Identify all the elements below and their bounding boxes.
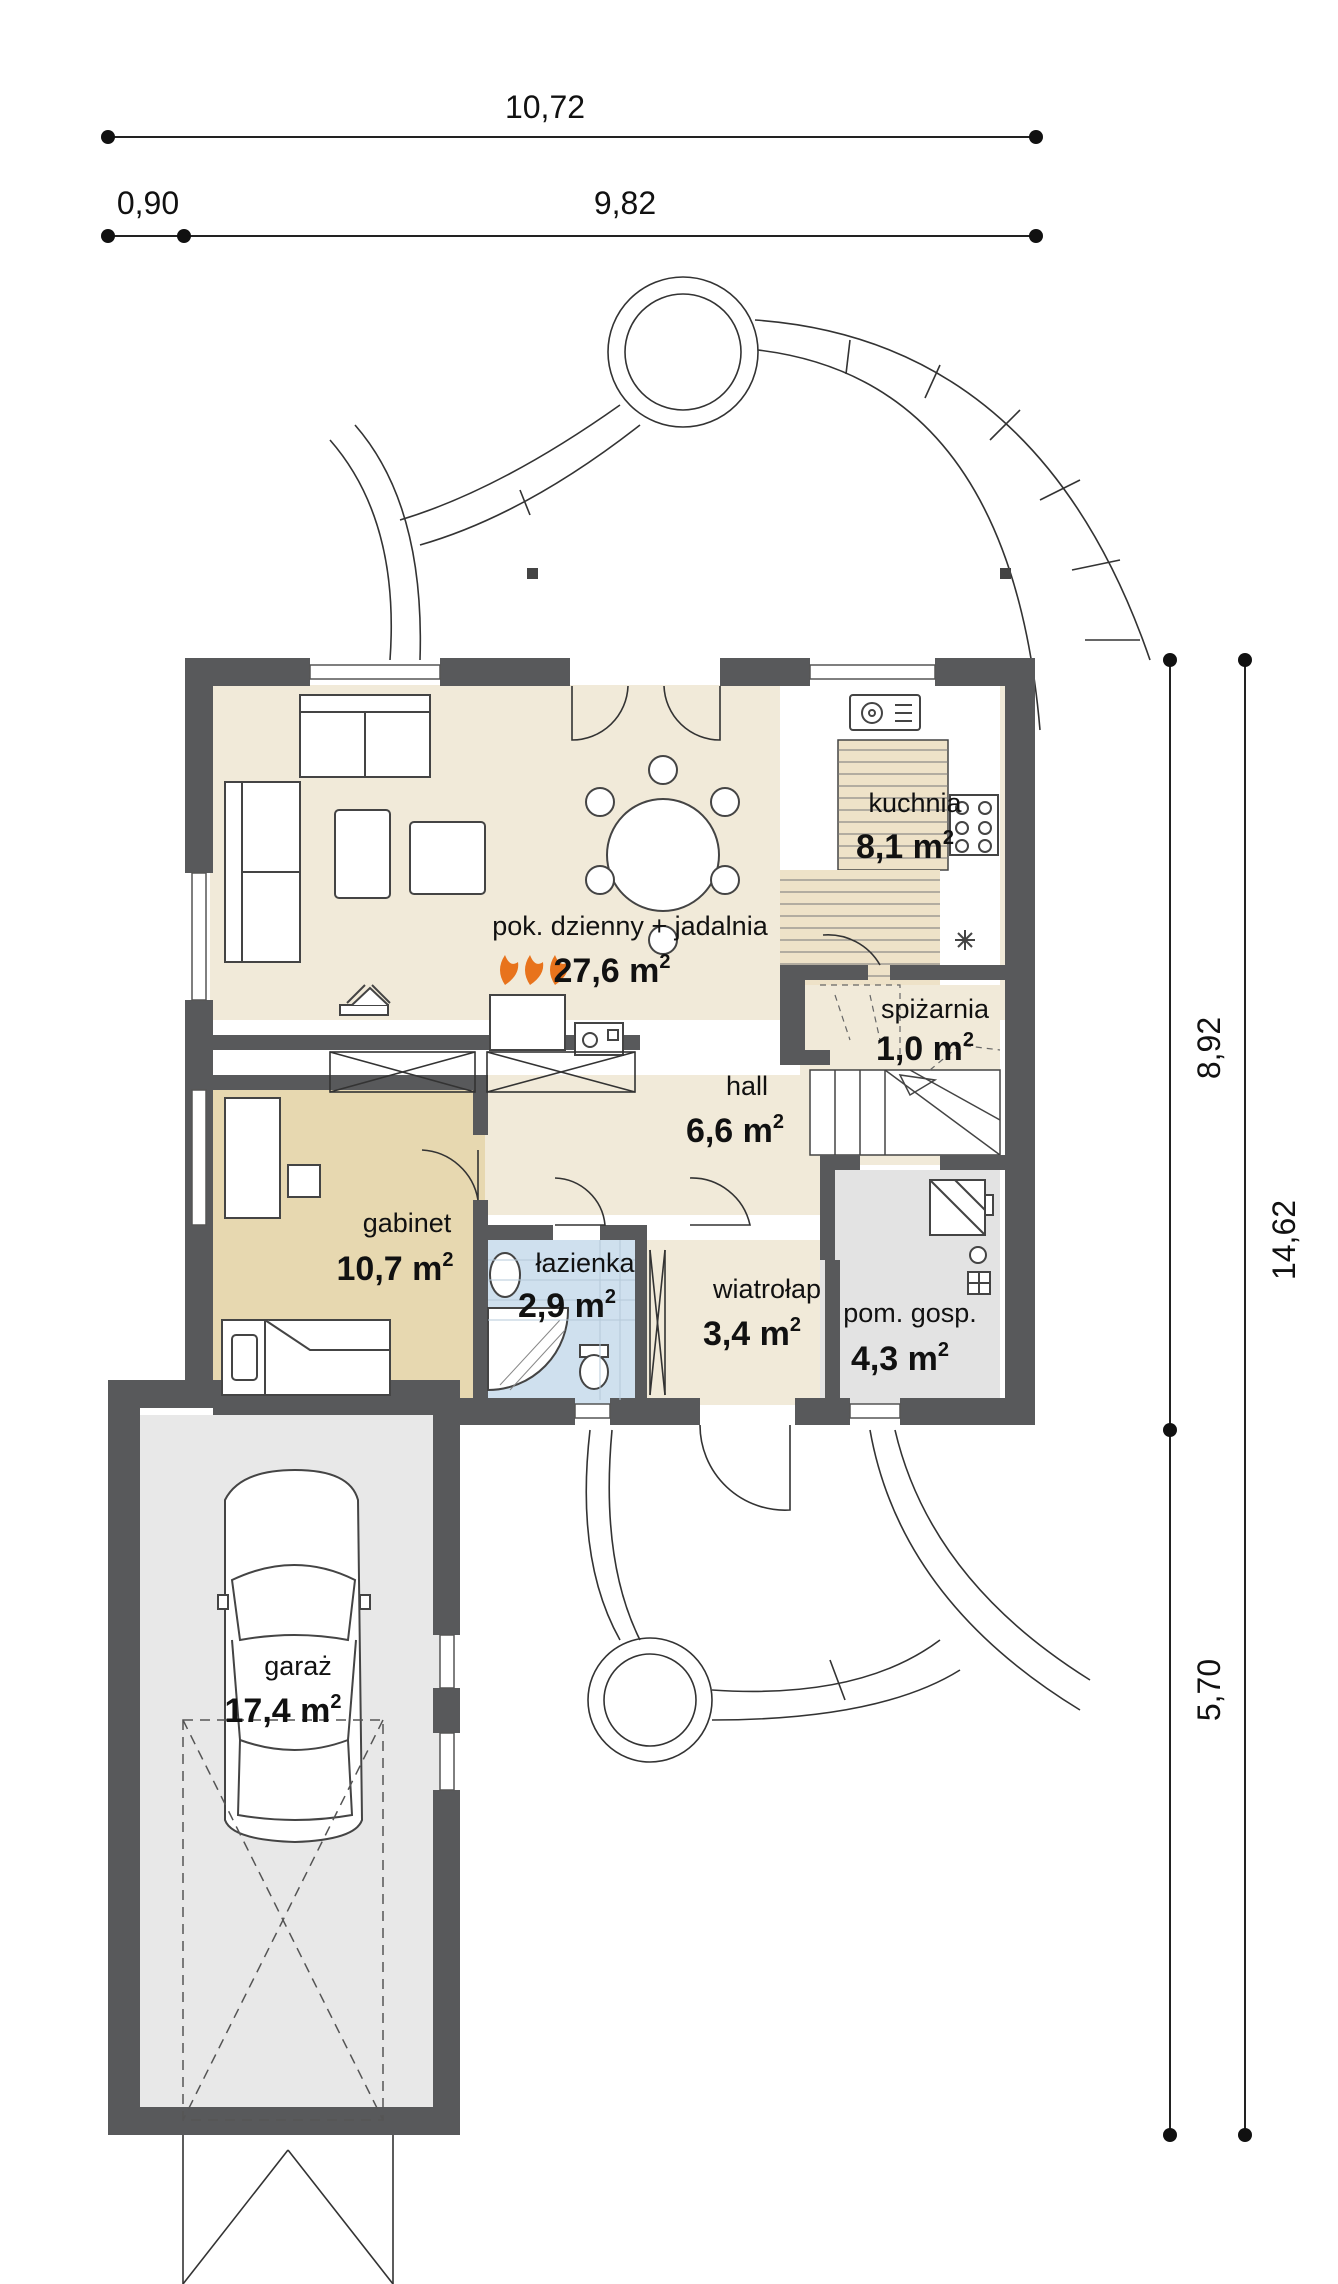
svg-text:kuchnia: kuchnia bbox=[868, 788, 962, 818]
dimension-label: 0,90 bbox=[117, 185, 179, 221]
dimension-right-split: 8,92 5,70 bbox=[1163, 653, 1227, 2142]
driveway bbox=[182, 2135, 394, 2284]
room-label-living: pok. dzienny + jadalnia 27,6 m2 bbox=[492, 911, 768, 990]
dimension-label: 10,72 bbox=[505, 89, 585, 125]
windows bbox=[191, 664, 936, 1791]
dimension-label: 5,70 bbox=[1191, 1659, 1227, 1721]
svg-text:łazienka: łazienka bbox=[535, 1248, 635, 1278]
room-label-bathroom: łazienka 2,9 m2 bbox=[518, 1248, 636, 1325]
kitchen-appliances bbox=[849, 694, 999, 950]
room-label-kitchen: kuchnia 8,1 m2 bbox=[856, 788, 963, 866]
utility-appliances bbox=[929, 1179, 994, 1295]
walls bbox=[108, 658, 1035, 2135]
terrace-top bbox=[329, 276, 1151, 731]
dimension-label: 9,82 bbox=[594, 185, 656, 221]
svg-text:6,6 m2: 6,6 m2 bbox=[686, 1111, 784, 1150]
svg-text:17,4 m2: 17,4 m2 bbox=[225, 1691, 342, 1730]
svg-text:pok. dzienny + jadalnia: pok. dzienny + jadalnia bbox=[492, 911, 768, 941]
svg-text:spiżarnia: spiżarnia bbox=[881, 994, 990, 1024]
room-label-vestibule: wiatrołap 3,4 m2 bbox=[703, 1274, 821, 1353]
svg-text:wiatrołap: wiatrołap bbox=[712, 1274, 821, 1304]
svg-text:27,6 m2: 27,6 m2 bbox=[554, 951, 671, 990]
svg-text:pom. gosp.: pom. gosp. bbox=[843, 1298, 977, 1328]
room-label-hall: hall 6,6 m2 bbox=[686, 1071, 784, 1150]
svg-text:gabinet: gabinet bbox=[363, 1208, 452, 1238]
doors bbox=[421, 685, 881, 1511]
svg-text:3,4 m2: 3,4 m2 bbox=[703, 1314, 801, 1353]
living-furniture bbox=[224, 694, 740, 1056]
bathroom-fixtures bbox=[487, 1240, 635, 1400]
room-label-study: gabinet 10,7 m2 bbox=[337, 1208, 454, 1288]
car-icon bbox=[217, 1468, 371, 1844]
svg-text:4,3 m2: 4,3 m2 bbox=[851, 1339, 949, 1378]
svg-text:2,9 m2: 2,9 m2 bbox=[518, 1286, 616, 1325]
terrace-bottom bbox=[585, 1429, 1091, 1763]
garage-door bbox=[182, 1719, 384, 2121]
dimension-label: 8,92 bbox=[1191, 1017, 1227, 1079]
dimension-top-total: 10,72 bbox=[101, 89, 1043, 144]
svg-text:10,7 m2: 10,7 m2 bbox=[337, 1249, 454, 1288]
dimension-label: 14,62 bbox=[1266, 1200, 1302, 1280]
svg-text:garaż: garaż bbox=[264, 1651, 332, 1681]
svg-text:8,1 m2: 8,1 m2 bbox=[856, 827, 954, 866]
room-label-pantry: spiżarnia 1,0 m2 bbox=[876, 994, 990, 1068]
dimension-right-total: 14,62 bbox=[1238, 653, 1302, 2142]
room-label-garage: garaż 17,4 m2 bbox=[225, 1651, 342, 1730]
wardrobes bbox=[329, 1051, 636, 1093]
svg-text:1,0 m2: 1,0 m2 bbox=[876, 1029, 974, 1068]
study-furniture bbox=[221, 1097, 391, 1396]
fireplace-icon bbox=[500, 955, 569, 985]
room-label-utility: pom. gosp. 4,3 m2 bbox=[843, 1298, 977, 1378]
dimension-top-split: 0,90 9,82 bbox=[101, 185, 1043, 243]
svg-text:hall: hall bbox=[726, 1071, 768, 1101]
